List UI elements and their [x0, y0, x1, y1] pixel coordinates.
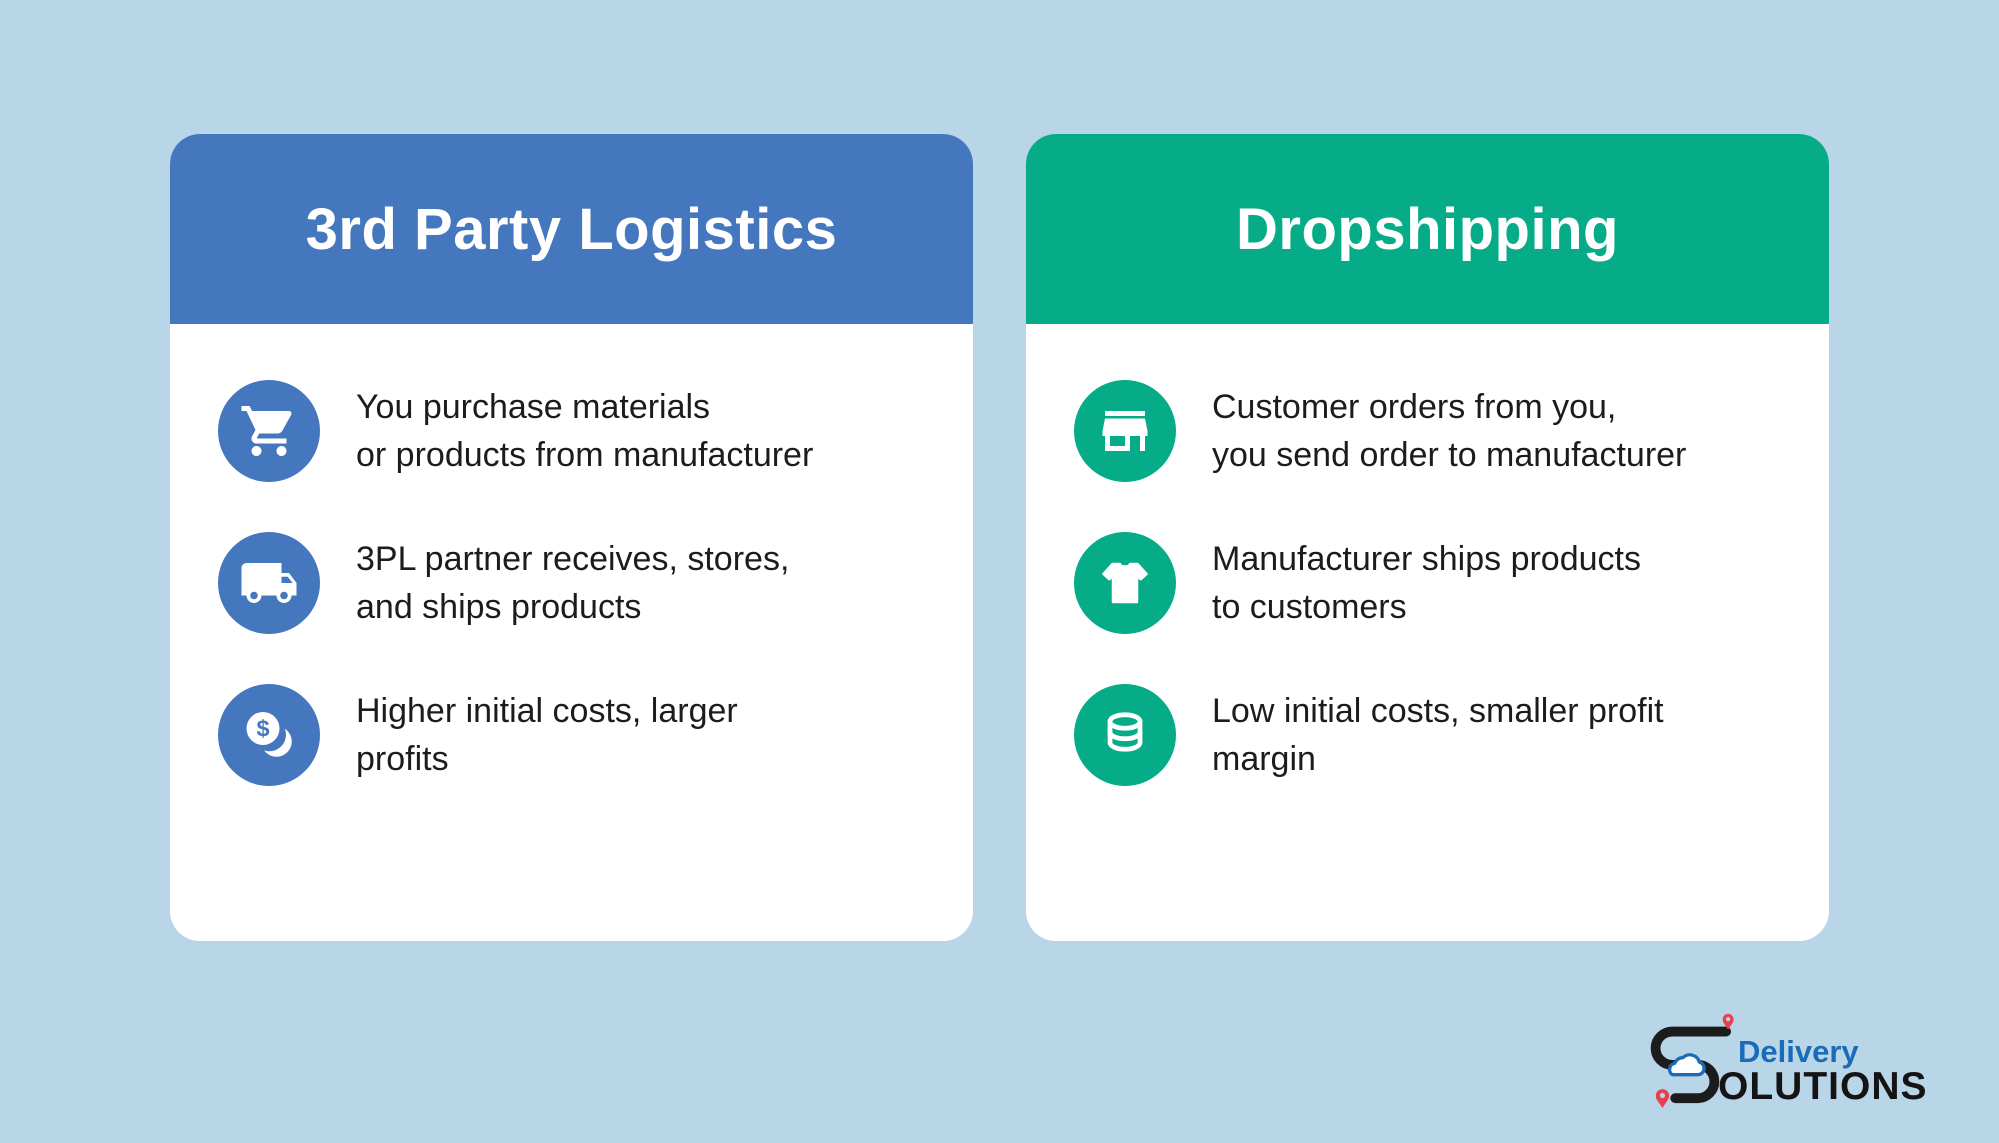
card-dropshipping-body: Customer orders from you, you send order… [1026, 324, 1829, 786]
list-item: Manufacturer ships products to customers [1074, 532, 1785, 634]
logo-text: Delivery OLUTIONS [1718, 1033, 1928, 1109]
list-item: Low initial costs, smaller profit margin [1074, 684, 1785, 786]
card-3pl-header: 3rd Party Logistics [170, 134, 973, 324]
svg-text:$: $ [256, 716, 269, 742]
coin-stack-icon [1074, 684, 1176, 786]
list-item: Customer orders from you, you send order… [1074, 380, 1785, 482]
t-shirt-icon [1074, 532, 1176, 634]
card-3pl: 3rd Party Logistics You purchase materia… [170, 134, 973, 941]
card-dropshipping-header: Dropshipping [1026, 134, 1829, 324]
list-item: 3PL partner receives, stores, and ships … [218, 532, 929, 634]
item-text: You purchase materials or products from … [356, 388, 814, 474]
item-text: 3PL partner receives, stores, and ships … [356, 540, 790, 626]
route-s-icon [1650, 1013, 1734, 1108]
card-3pl-title: 3rd Party Logistics [305, 196, 838, 262]
dollar-coins-icon: $ [218, 684, 320, 786]
card-3pl-body: You purchase materials or products from … [170, 324, 973, 786]
delivery-truck-icon [218, 532, 320, 634]
logo-word-olutions: OLUTIONS [1718, 1065, 1928, 1109]
item-text: Customer orders from you, you send order… [1212, 388, 1687, 474]
list-item: $ Higher initial costs, larger profits [218, 684, 929, 786]
list-item: You purchase materials or products from … [218, 380, 929, 482]
item-text: Manufacturer ships products to customers [1212, 540, 1641, 626]
item-text: Low initial costs, smaller profit margin [1212, 692, 1664, 778]
card-dropshipping: Dropshipping Customer orders from you, y… [1026, 134, 1829, 941]
item-text: Higher initial costs, larger profits [356, 692, 738, 778]
delivery-solutions-logo: Delivery OLUTIONS [1636, 1010, 1928, 1108]
card-dropshipping-title: Dropshipping [1236, 196, 1619, 262]
logo-word-delivery: Delivery [1738, 1033, 1859, 1069]
shopping-cart-icon [218, 380, 320, 482]
storefront-icon [1074, 380, 1176, 482]
